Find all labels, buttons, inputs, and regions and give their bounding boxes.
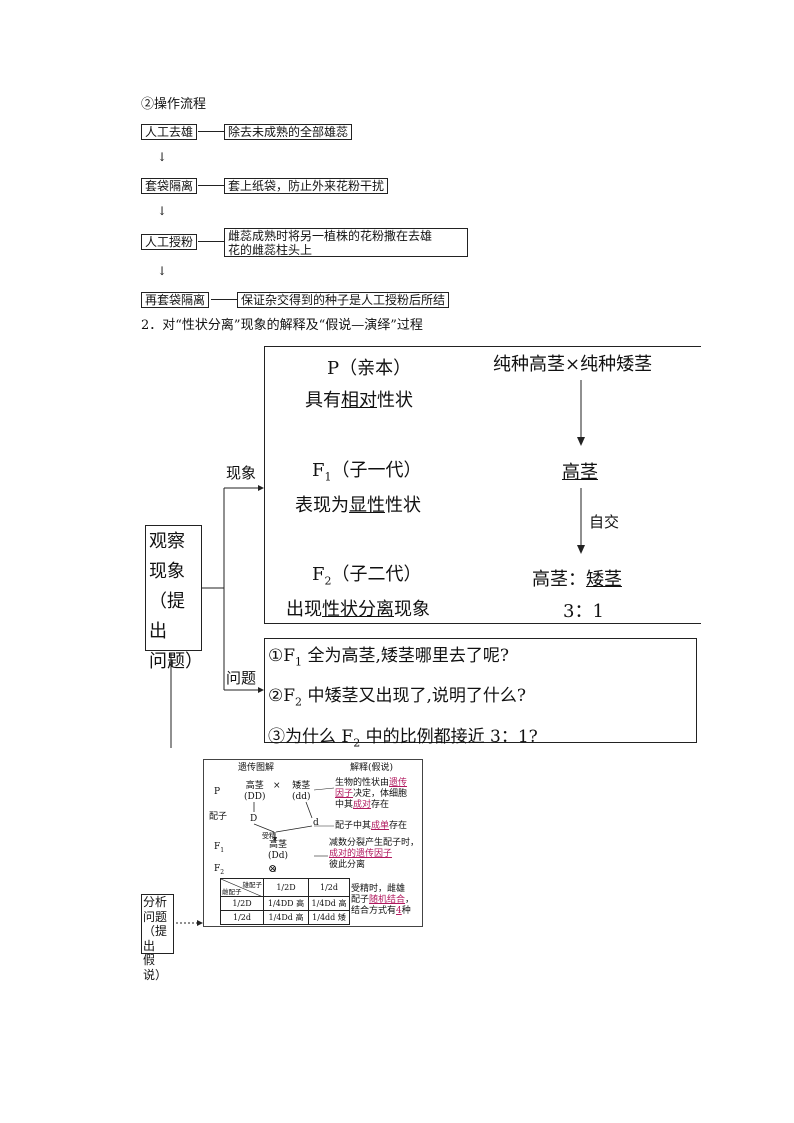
times-sign: × (273, 781, 281, 791)
step2-desc: 套上纸袋，防止外来花粉干扰 (224, 178, 389, 194)
explanation-4: 受精时，雌雄 配子随机结合， 结合方式有4种 (351, 884, 415, 916)
right-arrow-icon (176, 920, 203, 926)
parent-short: 矮茎(dd) (292, 781, 311, 802)
step3-desc: 雌蕊成熟时将另一植株的花粉撒在去雄 花的雌蕊柱头上 (224, 228, 468, 257)
f1-tall: 高茎(Dd) (268, 840, 288, 861)
step3-name: 人工授粉 (141, 234, 198, 250)
connector-line (211, 299, 237, 300)
explanation-2: 配子中其成单存在 (335, 821, 408, 831)
table-cell: 1/4dd 矮 (308, 910, 350, 925)
step3-desc-line1: 雌蕊成熟时将另一植株的花粉撒在去雄 (228, 229, 433, 243)
diagram-header-right: 解释(假说) (350, 763, 394, 773)
analysis-line-1: 分析 (143, 895, 168, 909)
section-title-operation: ②操作流程 (141, 97, 207, 112)
gamete-d: d (313, 818, 319, 828)
observe-line-1: 观察 (149, 531, 185, 552)
ratio-text: 3：1 (563, 601, 604, 622)
table-cell: 1/4Dd 高 (308, 896, 350, 911)
row-p: P (214, 787, 221, 797)
connector-line (198, 185, 224, 186)
parent-tall: 高茎(DD) (244, 781, 266, 802)
step4-desc: 保证杂交得到的种子是人工授粉后所结 (237, 292, 450, 308)
down-arrow-icon: ↓ (157, 264, 168, 278)
label-question: 问题 (226, 669, 257, 687)
table-cell: 1/4Dd 高 (263, 910, 309, 925)
question-1: ①F1 全为高茎,矮茎哪里去了呢? (268, 646, 509, 669)
observe-line-3: （提出 (149, 591, 185, 642)
down-arrow-icon (577, 380, 585, 446)
fertilize-label: 受精 (262, 832, 276, 840)
connector-lines (170, 485, 264, 748)
step1-name: 人工去雄 (141, 124, 198, 140)
explanation-1: 生物的性状由遗传 因子决定，体细胞 中其成对存在 (335, 778, 408, 810)
analysis-box: 分析 问题 （提出 假说） (141, 894, 174, 982)
label-phenomenon: 现象 (226, 464, 257, 482)
observe-line-2: 现象 (149, 561, 185, 582)
diagram-lines (253, 787, 335, 872)
table-row: 1/2D 1/4DD 高 1/4Dd 高 (220, 896, 350, 911)
step1-desc: 除去未成熟的全部雄蕊 (224, 124, 353, 140)
selfing-symbol: ⊗ (268, 862, 278, 875)
down-arrow-icon: ↓ (157, 150, 168, 164)
f2-desc: 出现性状分离现象 (286, 599, 430, 620)
cross-text: 纯种高茎×纯种矮茎 (493, 354, 653, 375)
table-col-header: 1/2D (263, 878, 309, 897)
questions-box: ①F1 全为高茎,矮茎哪里去了呢? ②F2 中矮茎又出现了,说明了什么? ③为什… (264, 638, 697, 749)
observe-line-4: 问题） (149, 651, 203, 672)
f1-result: 高茎 (562, 462, 598, 483)
p-label: P（亲本） (327, 358, 412, 379)
diagram-header-left: 遗传图解 (238, 763, 275, 773)
analysis-line-4: 假说） (143, 953, 168, 982)
step4-name: 再套袋隔离 (141, 292, 210, 308)
question-3: ③为什么 F2 中的比例都接近 3：1? (268, 726, 538, 750)
analysis-line-2: 问题 (143, 909, 168, 924)
phenomenon-box (264, 346, 701, 624)
down-arrow-icon: ↓ (157, 204, 168, 218)
f1-label: F1（子一代） (312, 460, 422, 484)
table-cell: 1/4DD 高 (263, 896, 309, 911)
punnett-table: 雄配子 雌配子 1/2D 1/2d 1/2D 1/4DD 高 1/4Dd 高 1… (220, 878, 350, 925)
step2-name: 套袋隔离 (141, 178, 198, 194)
section-title-explanation: 2．对“性状分离”现象的解释及“假说—演绎”过程 (141, 318, 423, 333)
step3-desc-line2: 花的雌蕊柱头上 (228, 243, 313, 257)
table-row-header: 1/2D (220, 896, 264, 911)
selfing-label: 自交 (589, 513, 620, 531)
down-arrow-icon (577, 488, 585, 554)
table-row-header: 1/2d (220, 910, 264, 925)
gamete-label: 配子 (209, 812, 228, 822)
analysis-line-3: （提出 (143, 924, 168, 953)
f1-desc: 表现为显性性状 (295, 495, 421, 516)
observe-box: 观察 现象 （提出 问题） (145, 525, 203, 672)
row-f2: F2 (214, 864, 225, 876)
table-corner: 雄配子 雌配子 (220, 878, 264, 897)
f2-result: 高茎：矮茎 (532, 569, 622, 590)
f2-label: F2（子二代） (312, 564, 422, 588)
connector-line (198, 241, 224, 242)
connector-line (198, 131, 224, 132)
table-row: 1/2d 1/4Dd 高 1/4dd 矮 (220, 910, 350, 925)
gamete-D: D (250, 814, 258, 824)
table-col-header: 1/2d (308, 878, 350, 897)
explanation-3: 减数分裂产生配子时， 成对的遗传因子 彼此分离 (329, 838, 420, 870)
row-f1: F1 (214, 842, 225, 854)
question-2: ②F2 中矮茎又出现了,说明了什么? (268, 686, 526, 709)
genetic-diagram: 遗传图解 解释(假说) P 高茎(DD) × 矮茎(dd) 配子 D d 受精 … (203, 759, 423, 927)
p-desc: 具有相对性状 (305, 390, 413, 411)
